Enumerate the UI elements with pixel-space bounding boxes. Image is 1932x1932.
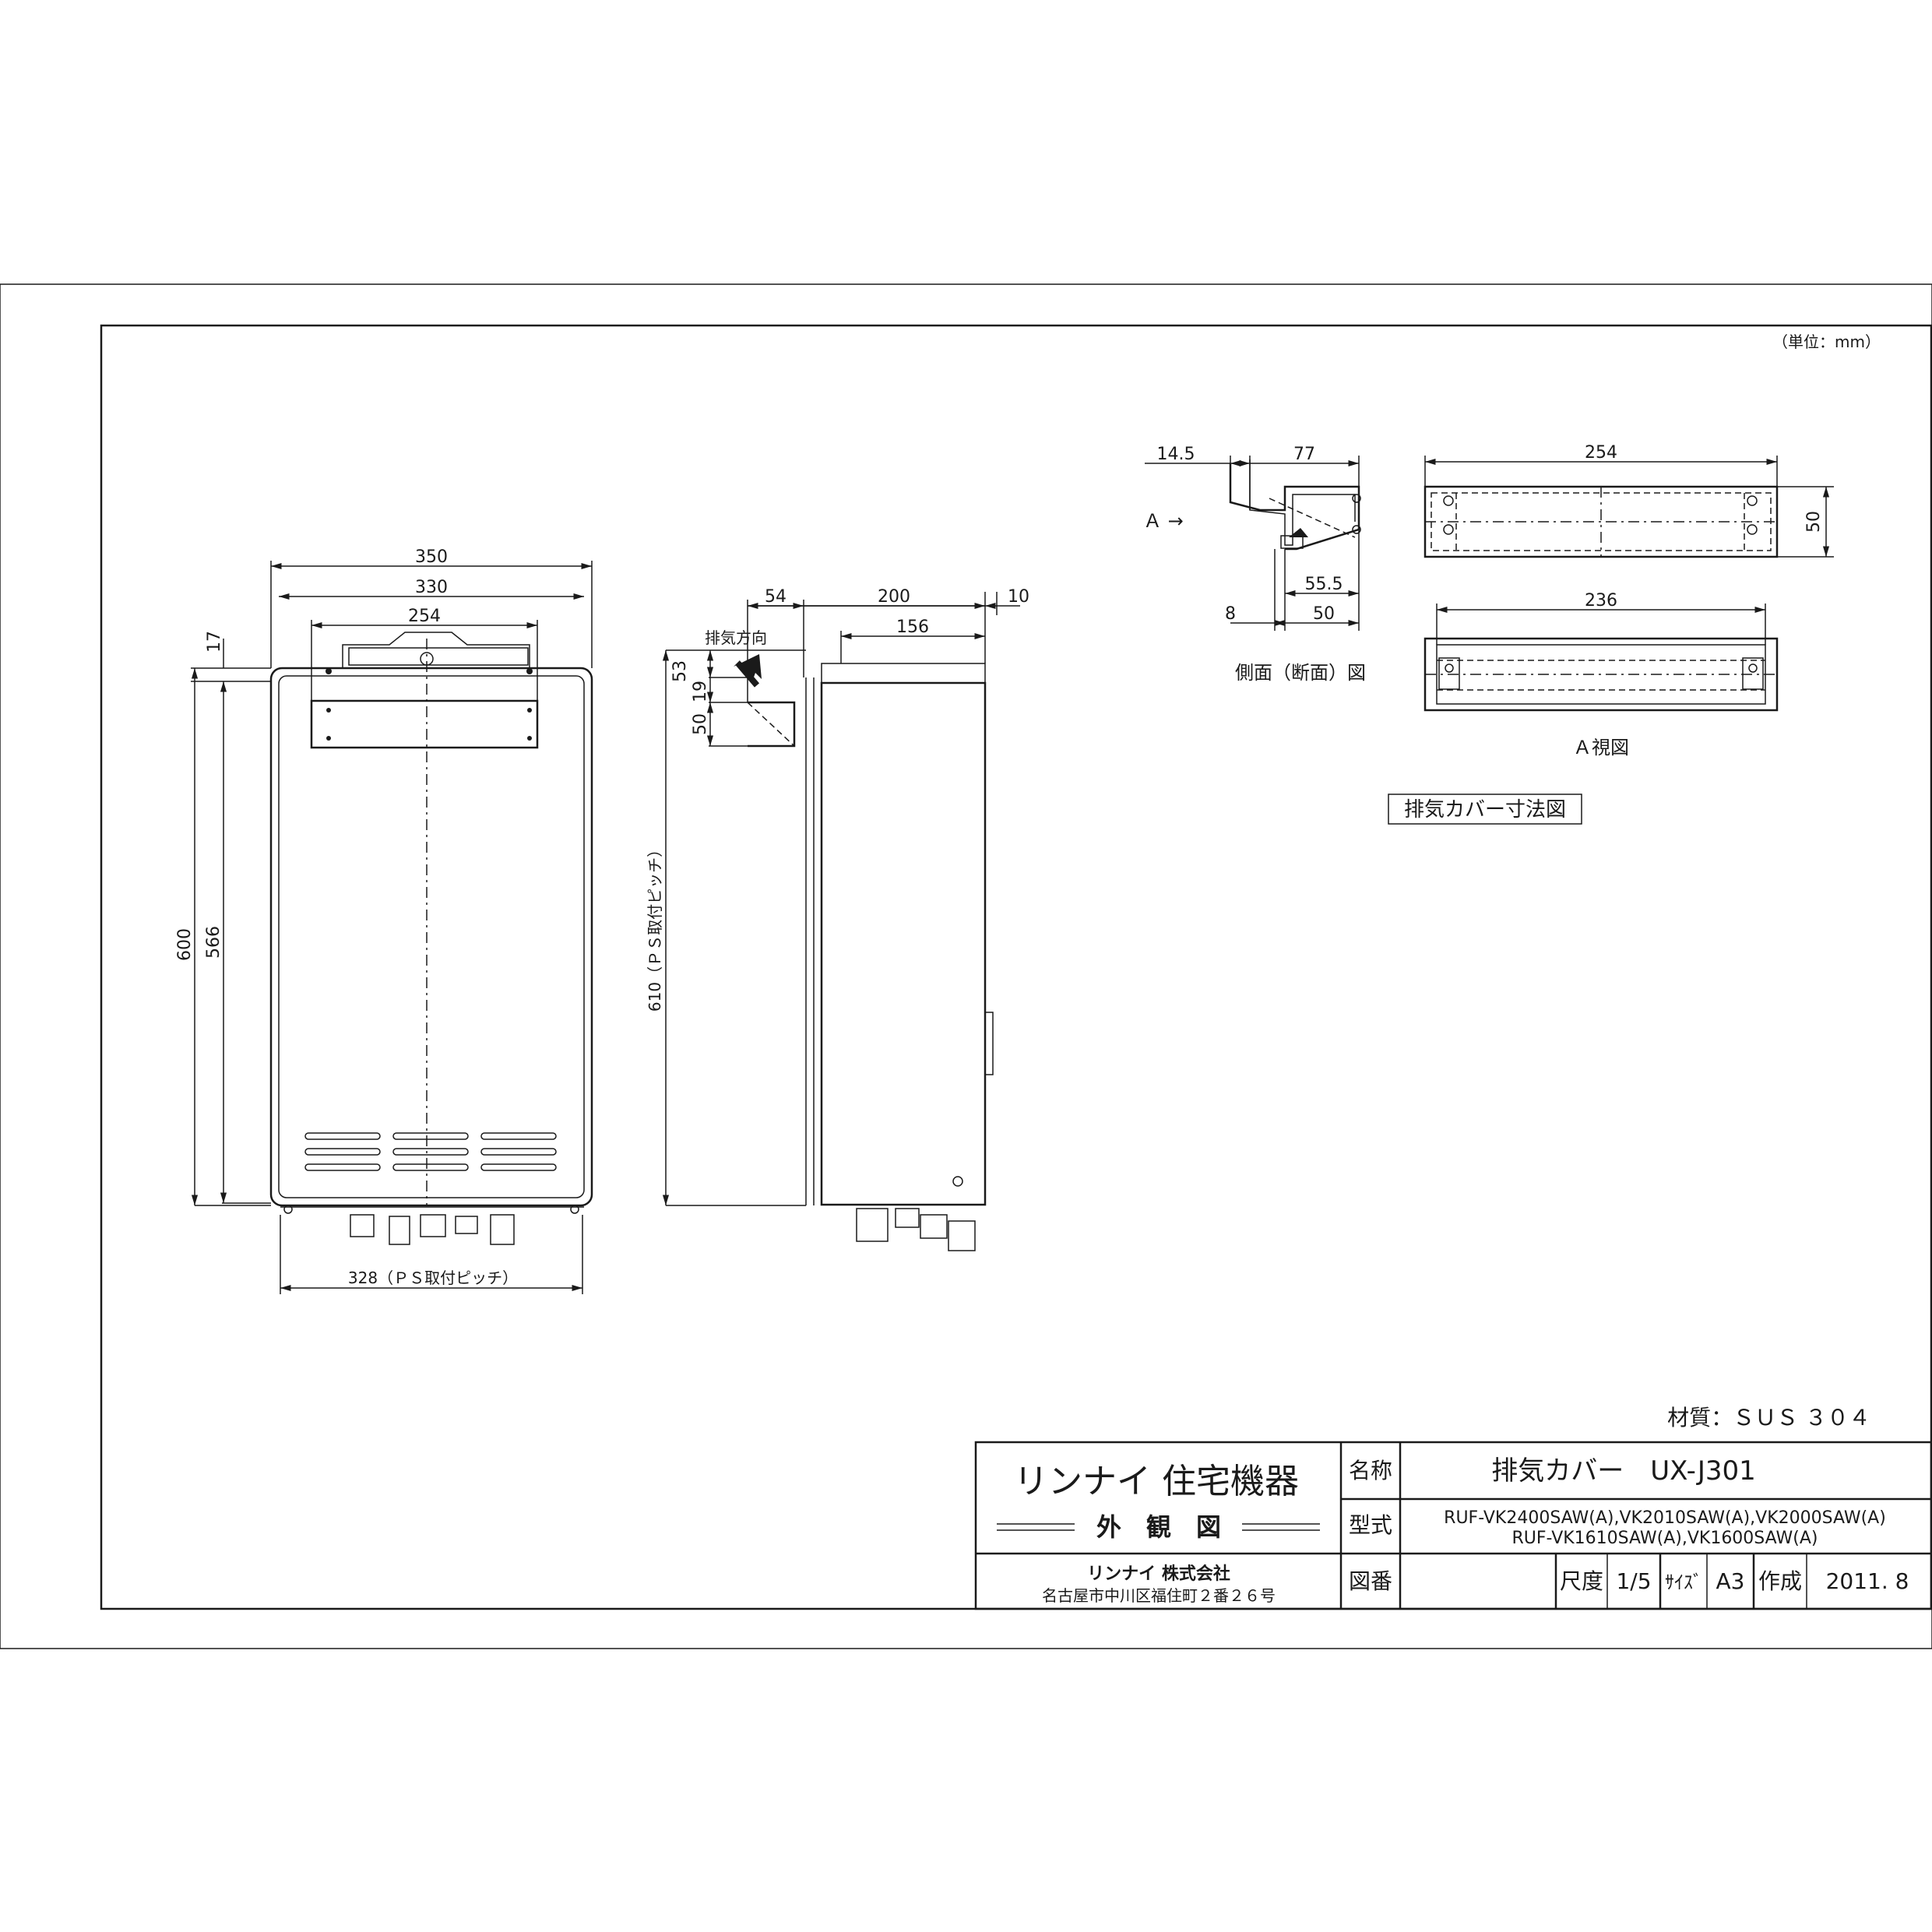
scale-label: 尺度 <box>1560 1568 1603 1594</box>
front-body <box>269 667 593 1207</box>
scale-value: 1/5 <box>1616 1568 1651 1594</box>
size-value: A3 <box>1716 1568 1745 1594</box>
size-label: ｻｲｽﾞ <box>1665 1571 1702 1593</box>
dim-200: 200 <box>878 587 910 607</box>
side-body <box>820 681 987 1206</box>
dim-600: 600 <box>175 928 195 961</box>
dim-19: 19 <box>691 681 710 702</box>
dim-350: 350 <box>415 547 448 567</box>
dim-254: 254 <box>408 607 441 626</box>
dim-50-section: 50 <box>1313 604 1335 624</box>
dim-55-5: 55.5 <box>1305 575 1343 594</box>
dim-10: 10 <box>1008 587 1029 607</box>
name-label: 名称 <box>1349 1458 1392 1483</box>
dim-254-top: 254 <box>1585 443 1617 463</box>
cover-a-view: 236 Ａ視図 <box>1423 591 1779 758</box>
drawing-kind: 外 観 図 <box>1096 1512 1221 1542</box>
cover-title: 排気カバー寸法図 <box>1404 798 1566 822</box>
side-bottom-fittings <box>856 1176 976 1251</box>
dim-156: 156 <box>896 618 929 637</box>
dim-53: 53 <box>670 660 690 682</box>
front-vents <box>304 1132 557 1171</box>
company-address: 名古屋市中川区福住町２番２６号 <box>1042 1586 1276 1605</box>
front-exhaust-cover <box>310 699 539 749</box>
dim-8: 8 <box>1225 604 1236 624</box>
cover-section-view: Ａ → 14.5 77 55.5 8 50 側面（断面）図 <box>1143 445 1366 684</box>
a-view-caption: Ａ視図 <box>1573 737 1629 758</box>
front-bottom-fittings <box>280 1205 584 1245</box>
section-caption: 側面（断面）図 <box>1235 662 1366 684</box>
model-label: 型式 <box>1349 1512 1392 1538</box>
company-logo: リンナイ 住宅機器 <box>1014 1462 1299 1501</box>
front-view: 350 330 254 17 600 566 328（ＰＳ取付ピッチ） <box>175 547 593 1294</box>
dim-566: 566 <box>204 926 223 959</box>
drawing-border <box>100 324 1932 1610</box>
model-line-2: RUF-VK1610SAW(A),VK1600SAW(A) <box>1512 1529 1818 1548</box>
cover-title-box <box>1388 794 1582 825</box>
cover-view-arrow: Ａ → <box>1143 510 1184 532</box>
sheet-outer-frame <box>0 283 1932 1649</box>
model-line-1: RUF-VK2400SAW(A),VK2010SAW(A),VK2000SAW(… <box>1444 1508 1886 1528</box>
material-note: 材質：ＳＵＳ ３０４ <box>1667 1405 1870 1431</box>
side-view: 排気方向 54 200 10 156 53 19 <box>646 587 1029 1251</box>
dim-610: 610（ＰＳ取付ピッチ） <box>646 842 664 1012</box>
dim-50-side: 50 <box>691 713 710 735</box>
name-value: 排気カバー UX-J301 <box>1491 1455 1756 1487</box>
title-block: リンナイ 住宅機器 外 観 図 リンナイ 株式会社 名古屋市中川区福住町２番２６… <box>974 1441 1932 1610</box>
dim-328: 328（ＰＳ取付ピッチ） <box>348 1269 518 1287</box>
exhaust-direction-label: 排気方向 <box>705 628 767 647</box>
unit-note: （単位：mm） <box>1772 333 1881 351</box>
dim-14-5: 14.5 <box>1157 445 1195 464</box>
company-name: リンナイ 株式会社 <box>1087 1564 1230 1584</box>
cover-top-view: 254 50 <box>1423 443 1834 558</box>
dim-54: 54 <box>765 587 787 607</box>
created-value: 2011. 8 <box>1826 1568 1909 1594</box>
dim-50-top: 50 <box>1804 511 1824 533</box>
drawing-no-label: 図番 <box>1349 1568 1392 1594</box>
created-label: 作成 <box>1758 1568 1802 1594</box>
dim-330: 330 <box>415 578 448 597</box>
dim-236: 236 <box>1585 591 1617 611</box>
dim-77: 77 <box>1293 445 1315 464</box>
dim-17: 17 <box>205 631 224 653</box>
